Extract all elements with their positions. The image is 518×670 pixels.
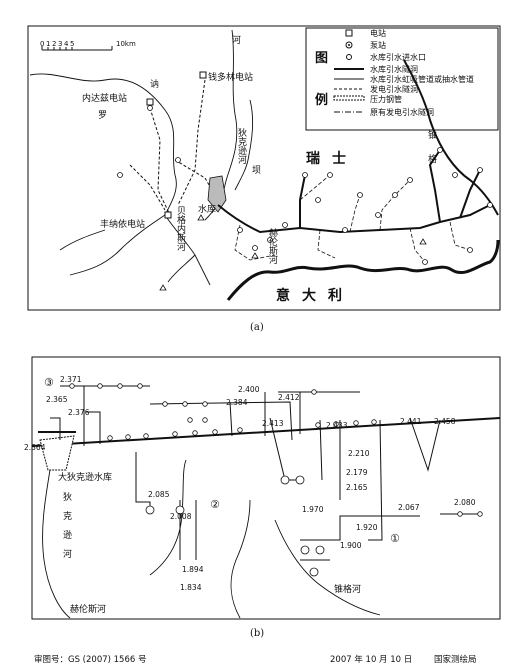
scale-tick-3: 3: [58, 40, 62, 48]
map-b-frame: [31, 356, 501, 620]
neidasi-station-icon: [146, 98, 154, 106]
label-dike-river-b: 狄克逊河: [61, 491, 72, 568]
elev-1894: 1.894: [182, 565, 204, 574]
elev-2400: 2.400: [238, 385, 260, 394]
scale-tick-0: 0: [40, 40, 44, 48]
pump-stations: [145, 475, 325, 577]
legend-title-bottom: 例: [315, 92, 328, 108]
scale-tick-4: 4: [64, 40, 69, 48]
elev-2067: 2.067: [398, 503, 420, 512]
elev-2412: 2.412: [278, 393, 300, 402]
legend-title-top: 图: [315, 51, 328, 66]
scale-tick-5: 5: [70, 40, 74, 48]
legend-label-6: 压力钢管: [370, 94, 402, 104]
label-ba: 坝: [252, 165, 261, 176]
rivers: [29, 29, 254, 286]
circled-three: ③: [44, 376, 54, 389]
elev-1970: 1.970: [302, 505, 324, 514]
elev-2384: 2.384: [226, 398, 248, 407]
border-east: [403, 59, 499, 216]
scale-unit: 10km: [116, 40, 136, 48]
label-qianduolin: 钱多林电站: [208, 71, 253, 83]
legend-label-3: 水库引水隧洞: [370, 64, 418, 74]
intake-points: [117, 105, 493, 265]
label-reservoir: 水库: [198, 203, 216, 215]
peak-icons: [159, 214, 427, 291]
label-zhui: 锥: [428, 129, 437, 141]
power-tunnels: [129, 79, 216, 216]
elev-2433: 2.433: [326, 421, 348, 430]
main-tunnel: [31, 417, 501, 447]
scale-tick-1: 1: [46, 40, 50, 48]
label-hexi: 赫伦斯河: [267, 228, 278, 264]
scale-bar: 0 1 2 3 4 5 10km: [40, 40, 136, 51]
feeder-lines: [234, 174, 471, 263]
label-luo: 罗: [98, 110, 107, 121]
footer-approval: 审图号：GS (2007) 1566 号: [34, 654, 147, 665]
elev-2364: 2.364: [24, 443, 46, 452]
caption-a: (a): [250, 322, 264, 333]
terrain-lines: [42, 459, 381, 619]
intake-icon: [346, 54, 352, 60]
label-fengnayi: 丰纳依电站: [100, 218, 145, 230]
elev-1900: 1.900: [340, 541, 362, 550]
elev-2441: 2.441: [400, 417, 422, 426]
map-a: 0 1 2 3 4 5 10km 图 例 电站 泵站 水库引水进水口: [27, 25, 501, 333]
label-italy: 意大利: [276, 287, 354, 304]
elev-2179: 2.179: [346, 468, 368, 477]
elev-1920: 1.920: [356, 523, 378, 532]
label-zhuige-river-b: 锥格河: [334, 583, 361, 595]
legend-label-1: 泵站: [370, 40, 386, 50]
label-ge: 格: [428, 153, 437, 165]
qianduolin-station-icon: [199, 71, 207, 79]
label-beige: 贝格内斯河: [175, 206, 186, 251]
reservoir-shape: [207, 175, 227, 213]
label-ina: 讷: [150, 78, 159, 90]
elev-2080: 2.080: [454, 498, 476, 507]
elev-2365: 2.365: [46, 395, 68, 404]
elev-2376: 2.376: [68, 408, 90, 417]
penstock-icon: [333, 95, 365, 101]
scale-tick-2: 2: [52, 40, 56, 48]
elev-2085: 2.085: [148, 490, 170, 499]
fengnayi-station-icon: [164, 211, 172, 219]
power-station-icon: [345, 29, 353, 37]
elev-2210: 2.210: [348, 449, 370, 458]
footer-date: 2007 年 10 月 10 日: [330, 654, 412, 665]
reservoir-symbol: [39, 435, 75, 471]
caption-b: (b): [250, 628, 264, 639]
elev-2371: 2.371: [60, 375, 82, 384]
label-reservoir-b: 大狄克逊水库: [58, 471, 112, 483]
label-dike: 狄克逊河: [236, 127, 247, 164]
legend-label-4: 水库引水虹吸管道或抽水管道: [370, 74, 474, 84]
circled-one: ①: [390, 532, 400, 545]
elev-2458: 2.458: [434, 417, 456, 426]
map-b: ③ ② ①: [24, 356, 501, 639]
label-dike-vertical: 狄克逊河: [236, 127, 247, 164]
branch-lines: [50, 385, 480, 561]
legend-label-7: 原有发电引水隧洞: [370, 107, 434, 117]
legend: 图 例 电站 泵站 水库引水进水口 水库引水隧洞 水库引水虹吸管道或抽水管道 发…: [305, 27, 499, 131]
elev-2413: 2.413: [262, 419, 284, 428]
map-a-frame: [27, 25, 501, 311]
legend-label-2: 水库引水进水口: [370, 52, 426, 62]
footer-agency: 国家测绘局: [434, 654, 477, 665]
label-river-top: 河: [232, 34, 241, 46]
pump-station-icon: [345, 41, 353, 49]
elev-1834: 1.834: [180, 583, 202, 592]
label-switzerland: 瑞士: [306, 150, 358, 167]
schematic-intakes: [69, 383, 483, 517]
label-neidasi: 内达兹电站: [82, 92, 127, 104]
legend-label-5: 发电引水隧洞: [370, 84, 418, 94]
border-line: [226, 239, 500, 301]
circled-two: ②: [210, 498, 220, 511]
elev-2165: 2.165: [346, 483, 368, 492]
intake-tunnels: [217, 149, 491, 234]
legend-label-0: 电站: [370, 28, 386, 38]
label-hexi-river-b: 赫伦斯河: [70, 603, 106, 615]
elev-2008: 2.008: [170, 512, 192, 521]
